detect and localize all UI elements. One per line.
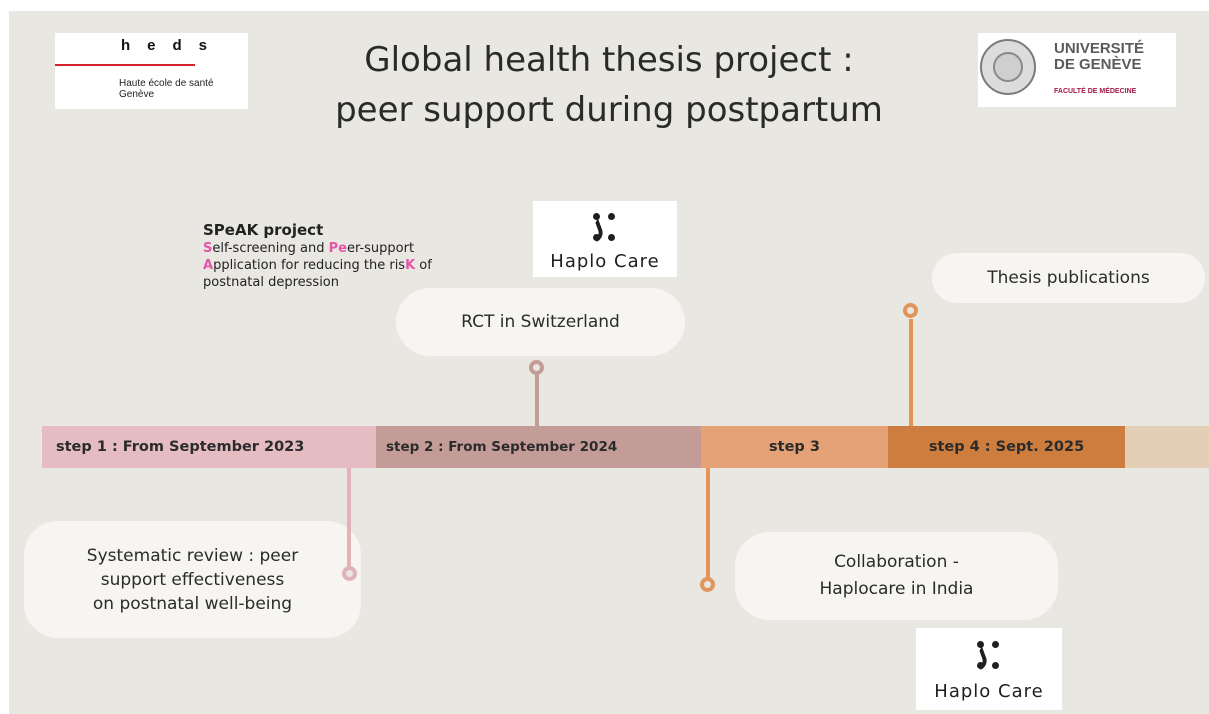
heds-name-line1: Haute école de santé bbox=[119, 78, 214, 89]
haplo-care-text: Haplo Care bbox=[550, 251, 660, 272]
heds-logo-name: Haute école de santé Genève bbox=[119, 78, 249, 100]
speak-line3: postnatal depression bbox=[203, 275, 339, 290]
timeline-step-3: step 3 bbox=[701, 426, 888, 468]
callout-collaboration: Collaboration - Haplocare in India bbox=[735, 532, 1058, 620]
page-title-line2: peer support during postpartum bbox=[335, 90, 883, 130]
haplo-care-text: Haplo Care bbox=[934, 681, 1044, 702]
callout-systematic-review: Systematic review : peer support effecti… bbox=[24, 521, 361, 638]
heds-logo: heds Haute école de santé Genève bbox=[55, 33, 248, 109]
connector-step3-stem bbox=[706, 468, 710, 578]
timeline-step-1: step 1 : From September 2023 bbox=[42, 426, 376, 468]
haplo-care-logo-top: Haplo Care bbox=[533, 201, 677, 277]
speak-line2: Application for reducing the risK of bbox=[203, 257, 533, 274]
page-title-line1: Global health thesis project : bbox=[364, 40, 854, 80]
speak-initial-k: K bbox=[405, 258, 416, 273]
unige-name: UNIVERSITÉ DE GENÈVE bbox=[1054, 40, 1145, 73]
speak-line2-text: pplication for reducing the ris bbox=[213, 258, 406, 273]
speak-line1-text-a: elf-screening and bbox=[212, 241, 329, 256]
haplo-care-icon bbox=[972, 638, 1004, 672]
haplo-care-logo-bottom: Haplo Care bbox=[916, 628, 1062, 710]
heds-logo-red-line bbox=[55, 64, 195, 66]
speak-line2-end: of bbox=[415, 258, 432, 273]
unige-faculty: FACULTÉ DE MÉDECINE bbox=[1054, 88, 1137, 95]
heds-logo-letters: heds bbox=[121, 37, 225, 54]
connector-step3-pin-icon bbox=[700, 577, 715, 592]
connector-step1-stem bbox=[347, 468, 351, 568]
speak-initial-a: A bbox=[203, 258, 214, 273]
callout-thesis-publications: Thesis publications bbox=[932, 253, 1205, 303]
unige-seal-icon bbox=[980, 39, 1036, 95]
page-title: Global health thesis project : peer supp… bbox=[199, 35, 1019, 135]
connector-step4-stem bbox=[909, 319, 913, 426]
speak-line1-text-b: er-support bbox=[346, 241, 415, 256]
heds-name-line2: Genève bbox=[119, 89, 155, 100]
connector-step2-stem bbox=[535, 373, 539, 426]
connector-step2-pin-icon bbox=[529, 360, 544, 375]
speak-description: Self-screening and Peer-support Applicat… bbox=[203, 240, 533, 291]
callout-rct: RCT in Switzerland bbox=[396, 288, 685, 356]
slide: heds Haute école de santé Genève Global … bbox=[9, 11, 1209, 714]
timeline-step-2: step 2 : From September 2024 bbox=[376, 426, 701, 468]
haplo-care-icon bbox=[588, 210, 620, 244]
speak-project: SPeAK project Self-screening and Peer-su… bbox=[203, 220, 533, 291]
connector-step1-pin-icon bbox=[342, 566, 357, 581]
unige-logo: UNIVERSITÉ DE GENÈVE FACULTÉ DE MÉDECINE bbox=[978, 33, 1176, 107]
connector-step4-pin-icon bbox=[903, 303, 918, 318]
speak-title: SPeAK project bbox=[203, 221, 324, 239]
timeline-step-4: step 4 : Sept. 2025 bbox=[888, 426, 1125, 468]
speak-initial-pe: Pe bbox=[328, 241, 347, 256]
speak-initial-s: S bbox=[203, 241, 213, 256]
timeline-end-segment bbox=[1125, 426, 1209, 468]
speak-line1: Self-screening and Peer-support bbox=[203, 240, 533, 257]
